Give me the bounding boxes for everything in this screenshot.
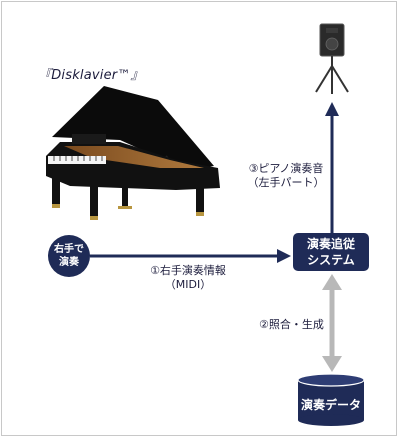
arrow-midi-label: ①右手演奏情報 （MIDI） [138,264,238,292]
database-icon [297,373,365,426]
database-label: 演奏データ [300,398,361,412]
tracking-system-box: 演奏追従 システム [293,233,369,271]
arrow-midi-line1: ①右手演奏情報 [150,264,226,277]
arrow-piano-sound-line1: ③ピアノ演奏音 [248,162,324,175]
right-hand-badge: 右手で 演奏 [48,235,90,277]
arrow-piano-sound-label: ③ピアノ演奏音 （左手パート） [244,162,328,190]
product-title: 『Disklavier™』 [38,68,144,83]
arrow-piano-sound [325,102,339,233]
arrow-match-generate [322,274,342,372]
arrow-midi [90,249,291,263]
arrow-match-label: ②照合・生成 [259,318,324,332]
system-line2: システム [307,253,355,267]
speaker-icon [315,23,349,94]
arrow-midi-line2: （MIDI） [164,278,212,291]
right-hand-line1: 右手で [54,244,84,255]
grand-piano-icon [46,86,220,220]
right-hand-line2: 演奏 [59,257,79,268]
arrow-match-line1: ②照合・生成 [259,318,324,331]
system-line1: 演奏追従 [306,237,355,251]
arrow-piano-sound-line2: （左手パート） [247,176,325,189]
